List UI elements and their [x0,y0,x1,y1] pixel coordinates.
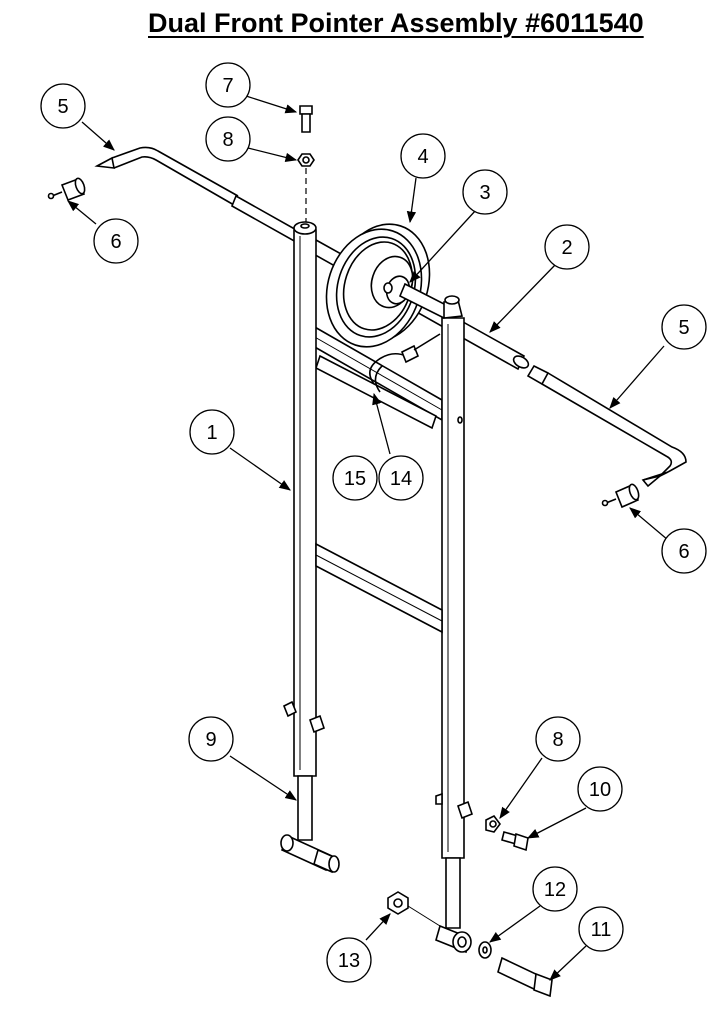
callout-circle [188,716,234,762]
bottom-axis-line [407,905,441,927]
right-leg [435,792,473,954]
callout-label: 11 [591,919,612,941]
callout-label: 4 [417,146,428,168]
callout-c5b: 5 [661,304,707,350]
callout-circle [661,304,707,350]
clamp [315,333,441,430]
top-bolt [299,105,313,133]
left-mast [293,221,317,777]
callout-label: 7 [222,75,233,97]
callout-c6b: 6 [661,528,707,574]
washer [478,941,492,959]
callout-label: 15 [344,468,366,490]
callout-circle [378,455,424,501]
side-nut [485,814,501,833]
callout-circle [93,218,139,264]
callout-label: 8 [552,729,563,751]
right-mast [441,295,465,859]
callout-label: 5 [678,317,689,339]
right-pointer-rod [526,364,687,488]
callout-c6a: 6 [93,218,139,264]
diagram-title: Dual Front Pointer Assembly #6011540 [148,8,644,38]
callout-label: 13 [338,950,360,972]
callout-label: 14 [390,468,412,490]
callout-c3: 3 [462,169,508,215]
callout-c8b: 8 [535,716,581,762]
callout-circle [535,716,581,762]
callout-label: 12 [544,879,566,901]
callout-circle [326,937,372,983]
callout-label: 10 [589,779,611,801]
callout-c13: 13 [326,937,372,983]
callout-circle [189,409,235,455]
left-pointer-rod [94,146,302,244]
callout-circle [400,133,446,179]
callout-label: 6 [678,541,689,563]
callout-label: 8 [222,129,233,151]
callout-c7: 7 [205,62,251,108]
leader-lines [67,95,669,981]
callout-circle [577,766,623,812]
callout-c2: 2 [544,224,590,270]
callout-label: 2 [561,237,572,259]
callout-c8a: 8 [205,116,251,162]
callout-circle [205,62,251,108]
callout-circle [578,906,624,952]
callout-label: 3 [479,182,490,204]
callout-circle [205,116,251,162]
callout-label: 6 [110,231,121,253]
left-pointer-tip [47,177,86,202]
callout-c12: 12 [532,866,578,912]
callout-c1: 1 [189,409,235,455]
callout-circle [544,224,590,270]
callout-c9: 9 [188,716,234,762]
callout-c11: 11 [578,906,624,952]
bottom-nut [387,891,409,915]
callout-circle [661,528,707,574]
callout-label: 5 [57,96,68,118]
callout-circle [462,169,508,215]
callout-c10: 10 [577,766,623,812]
lower-brace [315,542,443,634]
long-bolt [497,956,553,998]
right-pointer-tip [601,483,640,509]
top-nut [297,153,315,167]
callout-c14: 14 [378,455,424,501]
callout-circle [40,83,86,129]
side-bolt [501,831,529,852]
callout-c15: 15 [332,455,378,501]
callout-circle [332,455,378,501]
callout-c4: 4 [400,133,446,179]
callout-label: 9 [205,729,216,751]
callout-label: 1 [206,422,217,444]
callout-c5a: 5 [40,83,86,129]
left-leg [280,700,340,874]
callout-circle [532,866,578,912]
